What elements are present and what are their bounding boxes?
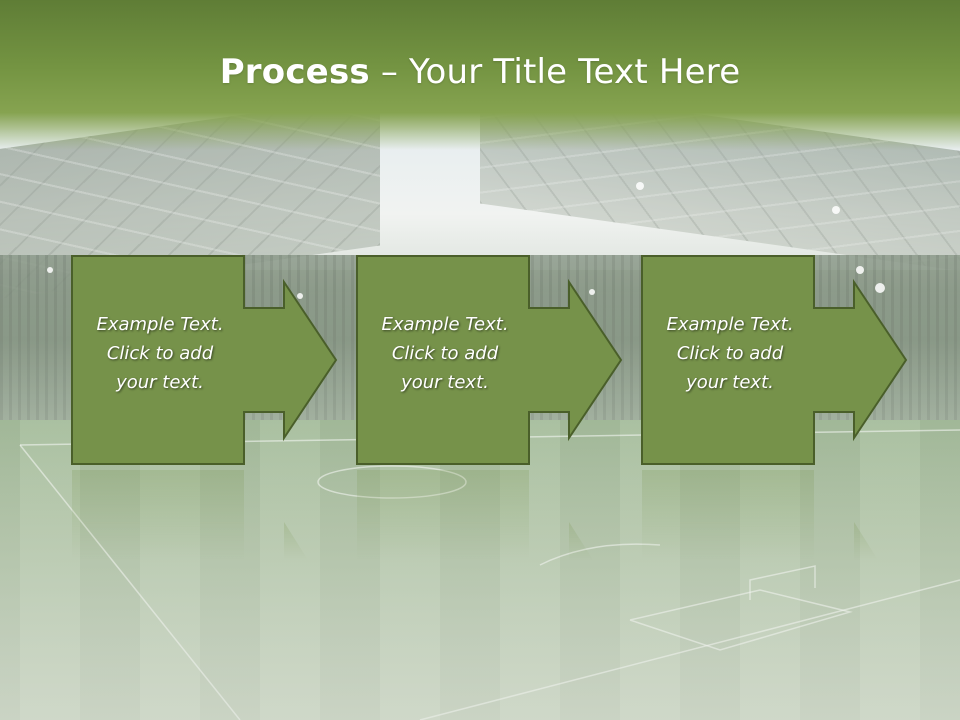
- step-text: Example Text. Click to add your text.: [357, 310, 533, 397]
- arrow-box-shape: [356, 255, 623, 465]
- slide-title-bold: Process: [219, 52, 370, 92]
- steps-reflection: [72, 470, 878, 560]
- process-step-2[interactable]: Example Text. Click to add your text.: [356, 255, 697, 471]
- step-text-line-3: your text.: [116, 372, 204, 393]
- slide-title[interactable]: Process – Your Title Text Here: [0, 52, 960, 92]
- process-step-1[interactable]: Example Text. Click to add your text.: [71, 255, 412, 471]
- step-text-line-2: Click to add: [106, 343, 214, 364]
- arrow-box-shape: [641, 255, 908, 465]
- step-text: Example Text. Click to add your text.: [642, 310, 818, 397]
- process-step-3[interactable]: Example Text. Click to add your text.: [641, 255, 960, 471]
- arrow-box-shape: [71, 255, 338, 465]
- step-text-line-3: your text.: [686, 372, 774, 393]
- step-text-line-2: Click to add: [676, 343, 784, 364]
- step-text-line-2: Click to add: [391, 343, 499, 364]
- title-band: [0, 0, 960, 150]
- step-text-line-1: Example Text.: [666, 314, 794, 335]
- step-text: Example Text. Click to add your text.: [72, 310, 248, 397]
- step-text-line-1: Example Text.: [96, 314, 224, 335]
- step-text-line-3: your text.: [401, 372, 489, 393]
- step-text-line-1: Example Text.: [381, 314, 509, 335]
- slide-title-rest: – Your Title Text Here: [369, 52, 741, 92]
